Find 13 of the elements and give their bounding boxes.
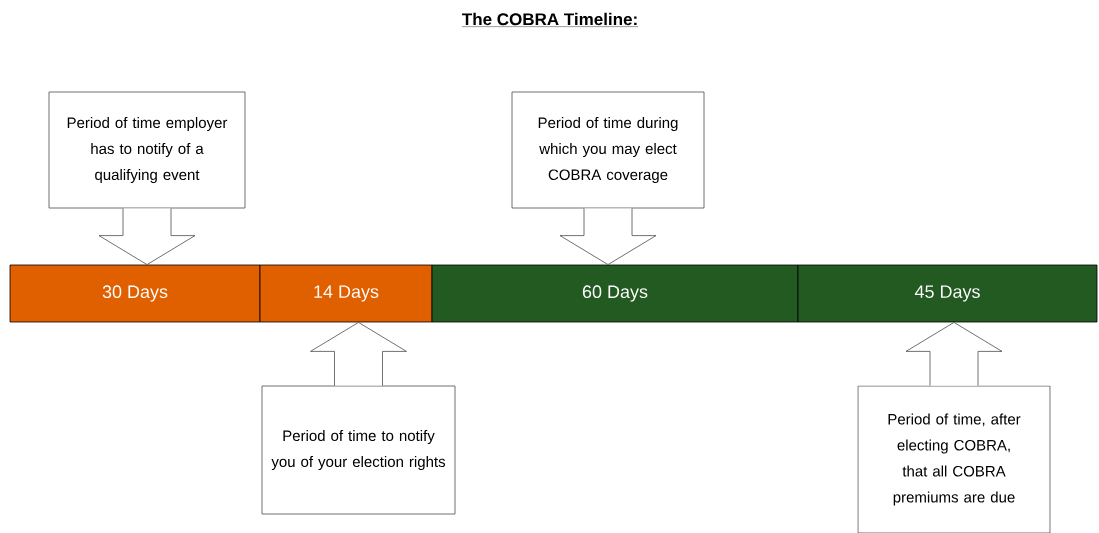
callout-box: Period of time, after electing COBRA, that all COBRA premiums are due xyxy=(857,385,1051,533)
timeline-segment: 30 Days xyxy=(9,264,261,323)
title: The COBRA Timeline: xyxy=(461,12,639,27)
block-arrow xyxy=(905,322,1003,386)
block-arrow xyxy=(559,208,657,265)
timeline-segment: 14 Days xyxy=(259,264,433,323)
timeline-segment: 60 Days xyxy=(431,264,799,323)
timeline-segment: 45 Days xyxy=(797,264,1098,323)
callout-box: Period of time to notify you of your election rights xyxy=(261,385,456,515)
callout-box: Period of time employer has to notify of a qualifying event xyxy=(48,91,246,209)
block-arrow xyxy=(98,208,196,265)
callout-box: Period of time during which you may elect COBRA coverage xyxy=(511,91,705,209)
block-arrow xyxy=(310,322,407,386)
